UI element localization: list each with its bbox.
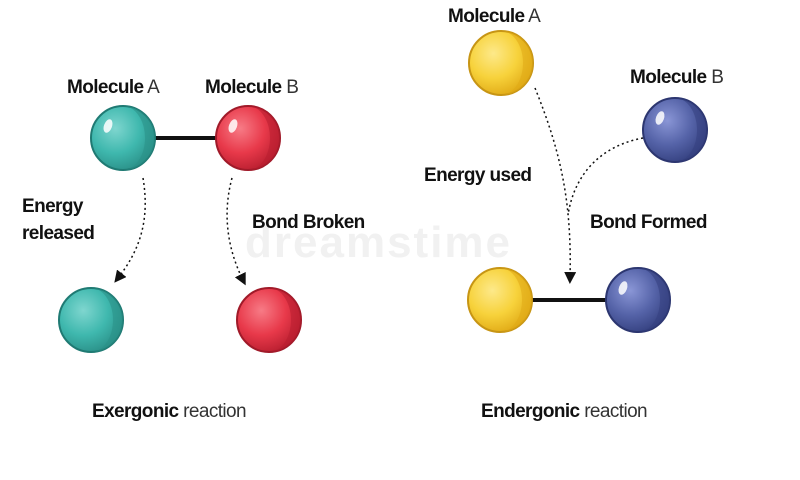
exergonic-caption: Exergonic reaction — [92, 401, 247, 422]
energy-used-arrow — [534, 87, 577, 284]
molecule-a-teal-separated — [58, 287, 124, 353]
energy-used-label: Energy used — [424, 165, 532, 186]
bond-formed-label: Bond Formed — [590, 212, 708, 233]
energy-released-label-line1: Energy — [22, 196, 83, 217]
molecule-b-red — [215, 105, 281, 171]
right-molecule-a-label: Molecule A — [448, 6, 541, 27]
energy-released-label-line2: released — [22, 223, 95, 244]
right-molecule-b-label: Molecule B — [630, 67, 724, 88]
molecule-a-yellow — [468, 30, 534, 96]
molecule-a-yellow-bonded — [467, 267, 533, 333]
molecule-b-blue-bonded — [605, 267, 671, 333]
bond-formed-arrow — [567, 137, 644, 216]
molecule-a-teal — [90, 105, 156, 171]
energy-released-arrow — [114, 177, 146, 283]
bond-broken-arrow — [226, 177, 246, 286]
left-molecule-b-label: Molecule B — [205, 77, 299, 98]
endergonic-caption: Endergonic reaction — [481, 401, 648, 422]
left-molecule-a-label: Molecule A — [67, 77, 160, 98]
watermark-text: dreamstime — [245, 218, 513, 267]
bond-broken-label: Bond Broken — [252, 212, 365, 233]
molecule-b-red-separated — [236, 287, 302, 353]
molecule-b-blue — [642, 97, 708, 163]
